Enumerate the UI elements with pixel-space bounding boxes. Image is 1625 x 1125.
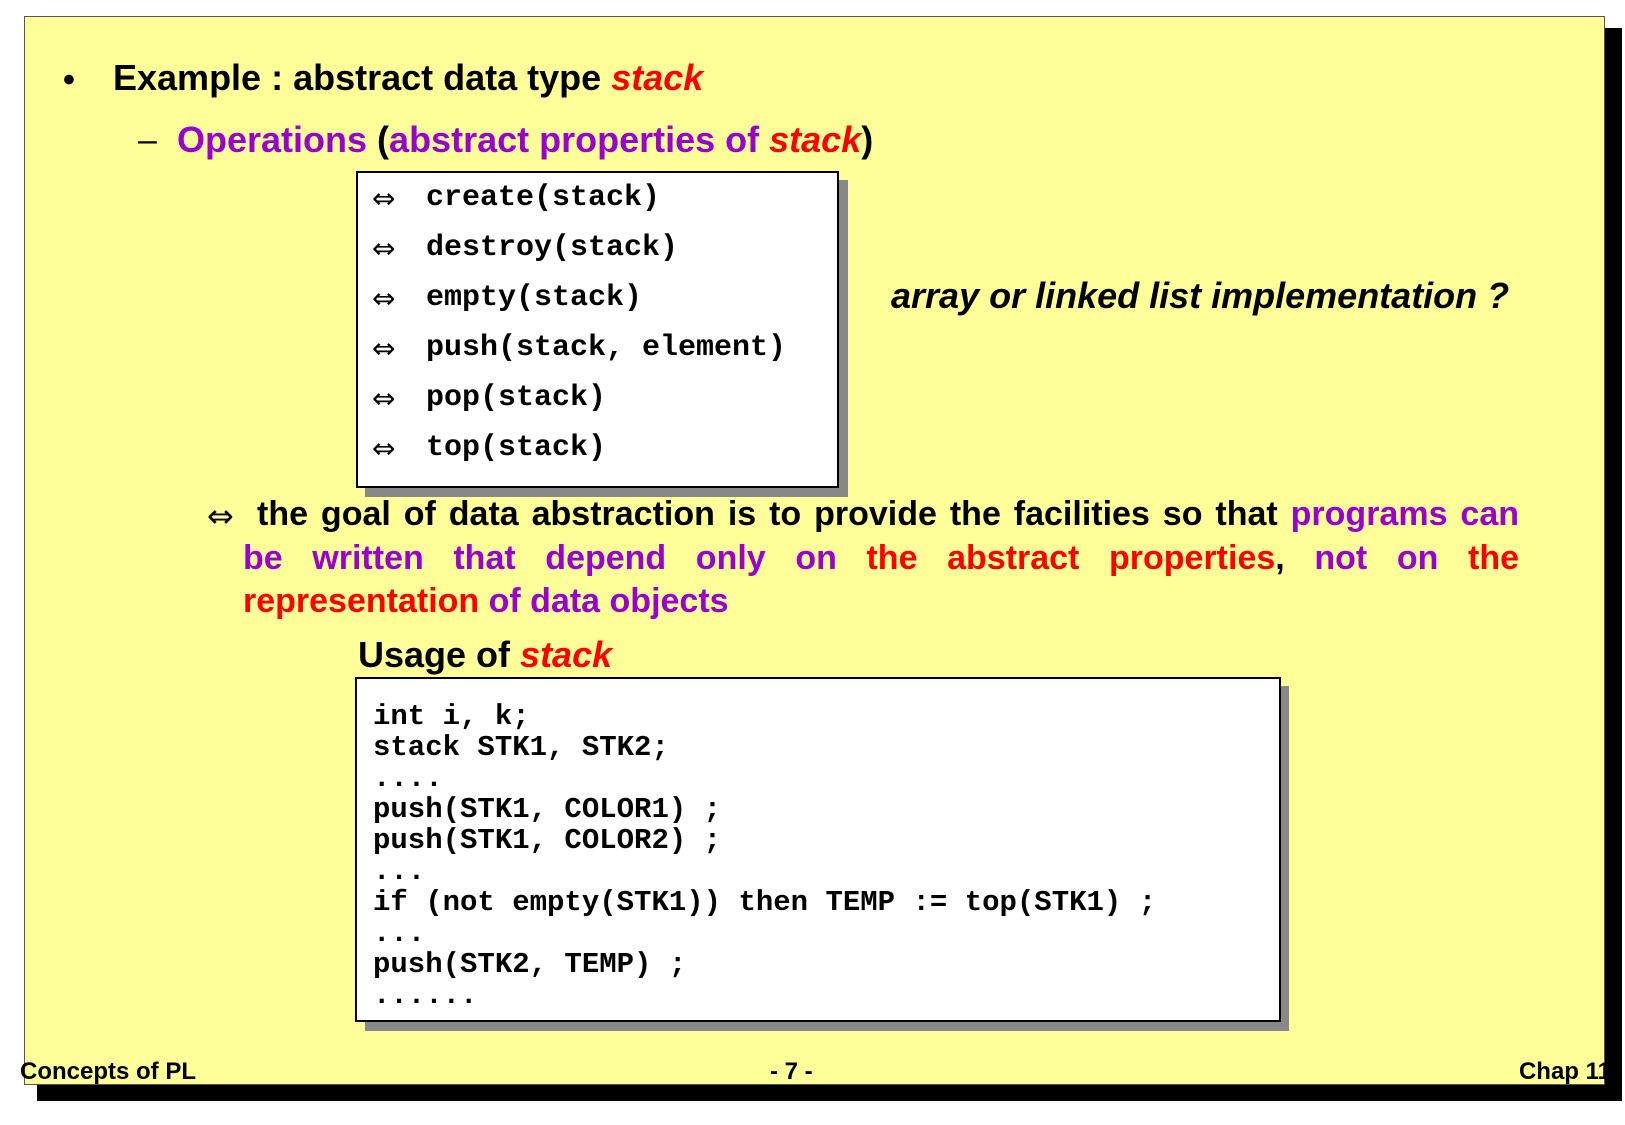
double-arrow-icon: ⇔	[207, 497, 234, 535]
usage-title-emphasis: stack	[520, 634, 613, 675]
double-arrow-icon: ⇔	[372, 181, 396, 215]
heading-emphasis: stack	[611, 57, 704, 98]
heading-text: Example : abstract data type	[113, 57, 612, 98]
subheading-abstract-properties: abstract properties of	[389, 119, 770, 160]
operation-item: ⇔ push(stack, element)	[372, 328, 786, 368]
footer-chapter: Chap 11	[1518, 1058, 1611, 1085]
sub-bullet-dash: –	[138, 121, 157, 159]
operation-text: pop(stack)	[426, 381, 607, 415]
double-arrow-icon: ⇔	[372, 431, 396, 465]
subheading: Operations (abstract properties of stack…	[177, 119, 873, 161]
double-arrow-icon: ⇔	[372, 281, 396, 315]
operation-item: ⇔ top(stack)	[372, 428, 606, 468]
goal-comma: ,	[1275, 538, 1315, 577]
goal-text-not-on: not on	[1314, 538, 1468, 577]
operation-text: push(stack, element)	[426, 331, 787, 365]
goal-text: the goal of data abstraction is to provi…	[257, 495, 1291, 533]
operation-item: ⇔ pop(stack)	[372, 378, 606, 418]
operations-box: ⇔ create(stack) ⇔ destroy(stack) ⇔ empty(st…	[356, 171, 839, 488]
slide: • Example : abstract data type stack – O…	[24, 16, 1605, 1085]
double-arrow-icon: ⇔	[372, 331, 396, 365]
slide-heading: Example : abstract data type stack	[113, 57, 703, 99]
goal-text-abstract-properties: the abstract properties	[866, 538, 1276, 577]
subheading-open-paren: (	[367, 119, 390, 160]
double-arrow-icon: ⇔	[372, 231, 396, 265]
operation-item: ⇔ create(stack)	[372, 178, 660, 218]
goal-text-representation: the representation	[243, 538, 1519, 621]
footer-course-title: Concepts of PL	[20, 1058, 197, 1085]
subheading-close-paren: )	[861, 119, 874, 160]
usage-title-text: Usage of	[358, 634, 521, 675]
usage-title: Usage of stack	[358, 634, 612, 676]
subheading-emphasis: stack	[769, 119, 862, 160]
operation-text: empty(stack)	[426, 281, 643, 315]
operation-text: create(stack)	[426, 181, 661, 215]
bullet-point: •	[63, 61, 75, 99]
operation-text: top(stack)	[426, 431, 607, 465]
subheading-operations: Operations	[177, 119, 368, 160]
implementation-question: array or linked list implementation ?	[891, 275, 1510, 316]
footer-page-number: - 7 -	[770, 1058, 813, 1085]
operation-text: destroy(stack)	[426, 231, 679, 265]
goal-paragraph: the goal of data abstraction is to provi…	[243, 493, 1519, 624]
double-arrow-icon: ⇔	[372, 381, 396, 415]
operation-item: ⇔ destroy(stack)	[372, 228, 678, 268]
operation-item: ⇔ empty(stack)	[372, 278, 642, 318]
goal-text-programs: programs can be written that depend only…	[243, 495, 1519, 577]
usage-code-box: int i, k; stack STK1, STK2; .... push(ST…	[355, 677, 1281, 1022]
goal-text-data-objects: of data objects	[479, 582, 729, 620]
usage-code: int i, k; stack STK1, STK2; .... push(ST…	[373, 700, 1157, 1012]
